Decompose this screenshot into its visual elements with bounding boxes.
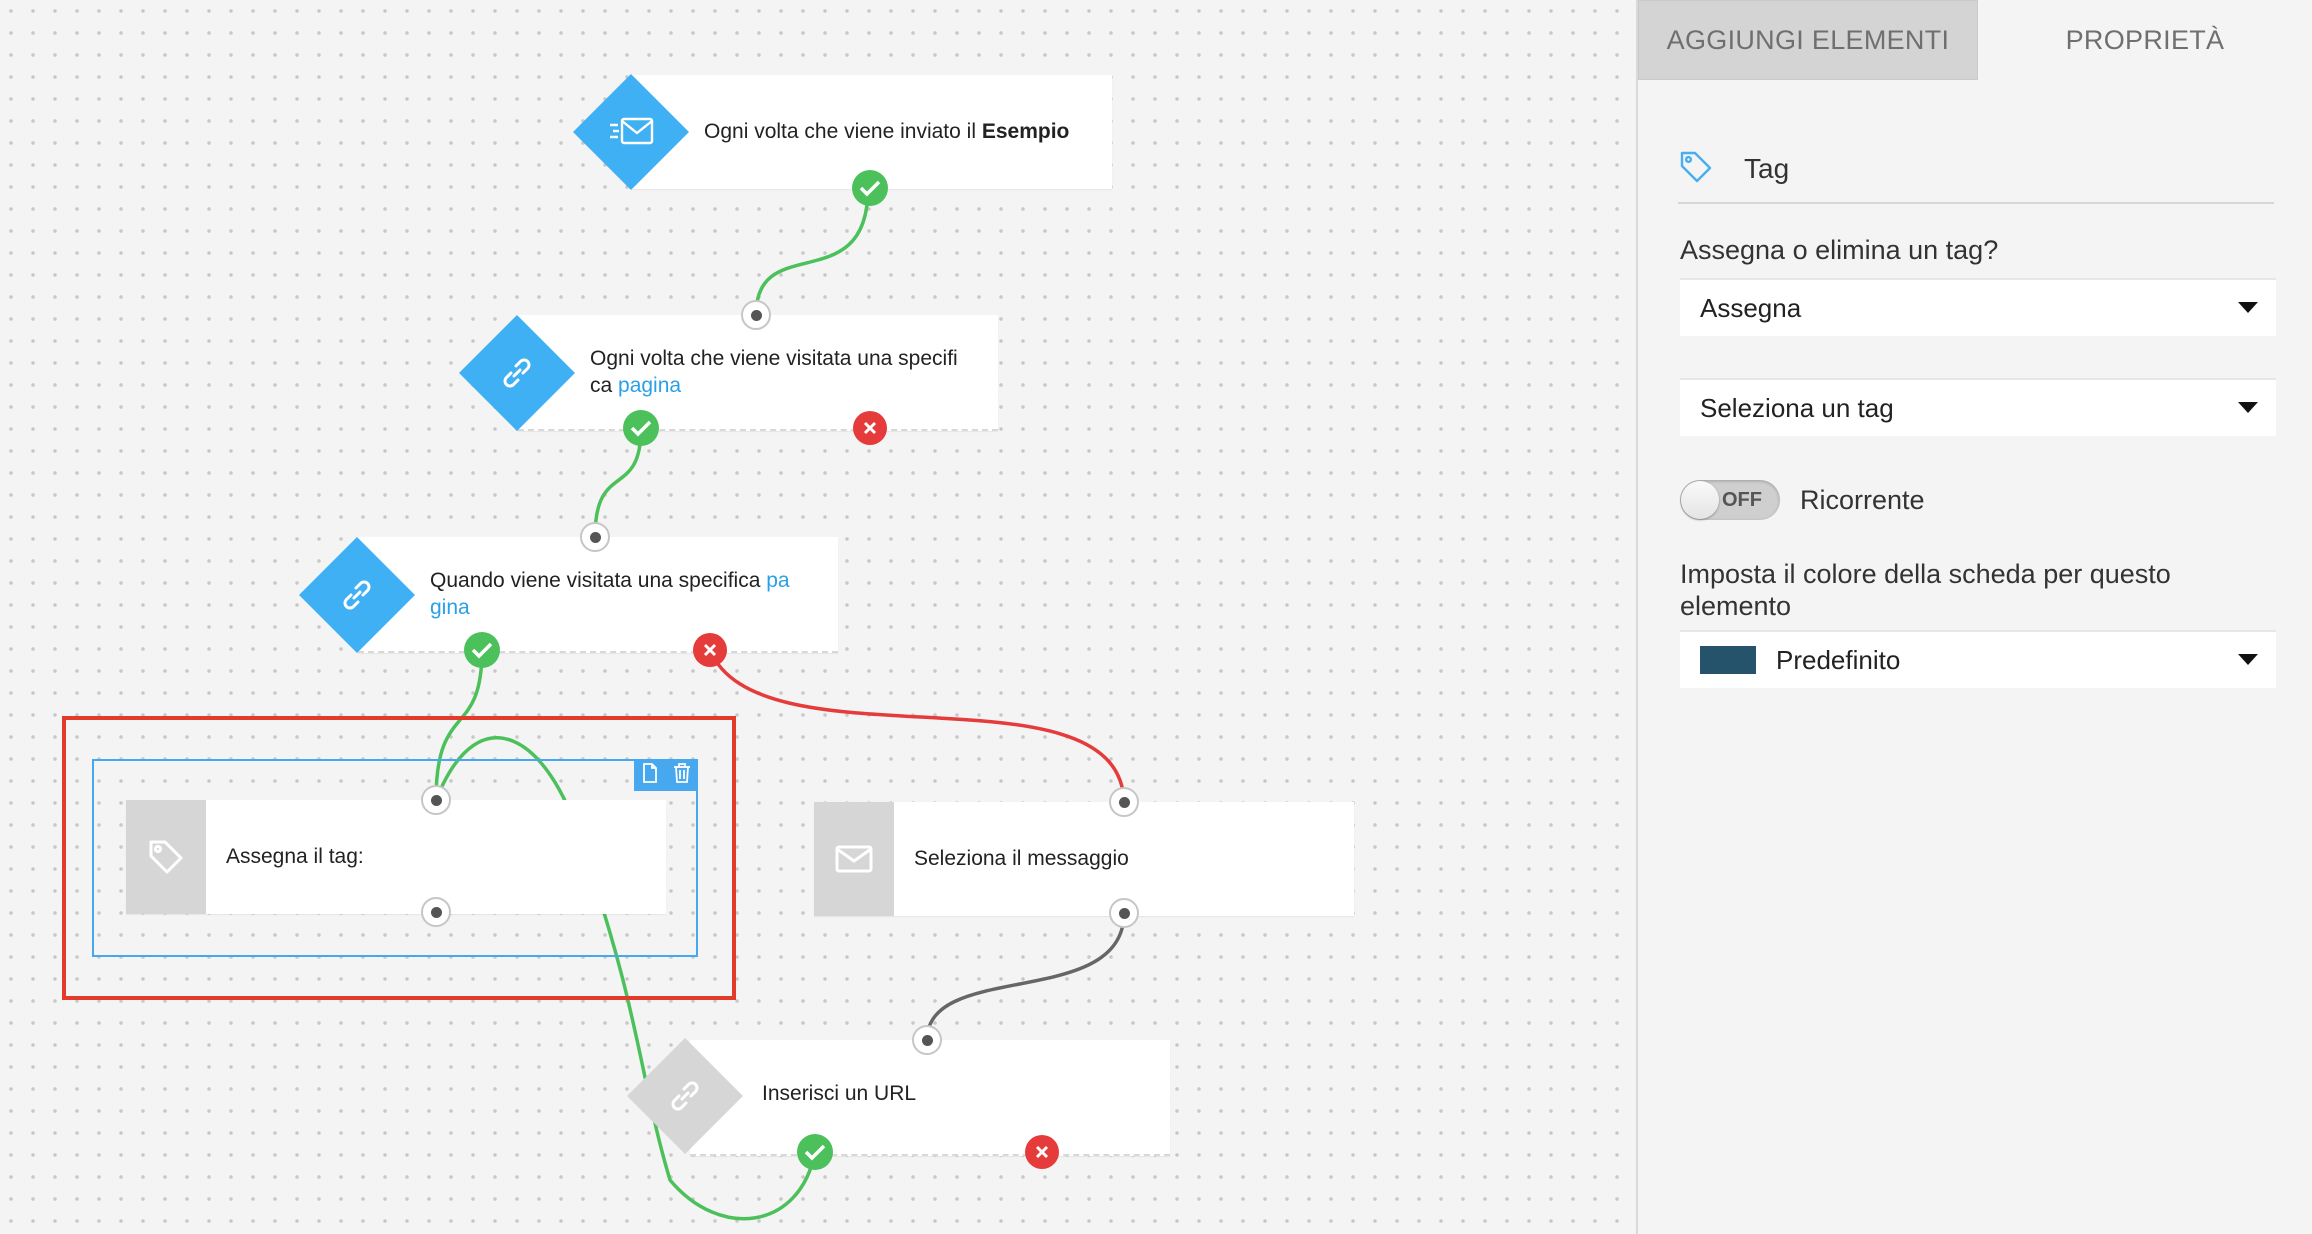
- assign-question-label: Assegna o elimina un tag?: [1680, 235, 1999, 265]
- recurring-label: Ricorrente: [1800, 485, 1925, 515]
- color-select[interactable]: Predefinito: [1680, 630, 2276, 688]
- connection-wires: [434, 187, 1126, 1221]
- wire-visit1-to-visit2: [593, 427, 643, 538]
- highlight-box: [62, 716, 736, 1000]
- trigger-email-text: Ogni volta che viene inviato il Esempio: [704, 120, 1070, 143]
- insert-url-yes-port[interactable]: [797, 1134, 833, 1170]
- workflow-canvas[interactable]: Ogni volta che viene inviato il Esempio …: [0, 0, 1636, 1234]
- wire-visit2-to-tag: [434, 649, 484, 801]
- color-swatch: [1700, 646, 1756, 674]
- page-visit-1-yes-port[interactable]: [623, 410, 659, 446]
- wire-message-to-url: [925, 912, 1126, 1041]
- properties-panel: AGGIUNGI ELEMENTI PROPRIETÀ Tag Assegna …: [1636, 0, 2312, 1234]
- tag-icon: [126, 800, 206, 914]
- assign-tag-output-port[interactable]: [421, 897, 451, 927]
- assign-tag-node[interactable]: Assegna il tag:: [126, 800, 666, 914]
- recurring-toggle[interactable]: OFF: [1680, 480, 1780, 520]
- insert-url-input-port[interactable]: [912, 1025, 942, 1055]
- tag-select[interactable]: Seleziona un tag: [1680, 378, 2276, 436]
- toggle-knob: [1681, 481, 1719, 519]
- page-visit-2-no-port[interactable]: [693, 633, 727, 667]
- tab-add-elements[interactable]: AGGIUNGI ELEMENTI: [1638, 0, 1978, 80]
- page-visit-2-link-a[interactable]: pa: [766, 569, 790, 592]
- select-message-text: Seleziona il messaggio: [914, 847, 1129, 870]
- envelope-icon: [814, 802, 894, 916]
- wire-visit2-no-to-message: [708, 649, 1126, 803]
- toggle-state-label: OFF: [1722, 489, 1762, 511]
- wire-tag-loop: [434, 736, 817, 1221]
- select-message-output-port[interactable]: [1109, 898, 1139, 928]
- copy-icon[interactable]: [642, 762, 658, 788]
- link-icon: [328, 566, 386, 624]
- page-visit-1-input-port[interactable]: [741, 300, 771, 330]
- tag-select-value: Seleziona un tag: [1700, 392, 1894, 423]
- page-visit-1-text: Ogni volta che viene visitata una specif…: [590, 347, 958, 397]
- chevron-down-icon: [2238, 402, 2258, 413]
- selected-node-frame: [92, 759, 698, 957]
- link-icon: [488, 344, 546, 402]
- insert-url-no-port[interactable]: [1025, 1135, 1059, 1169]
- wire-email-to-visit1: [754, 187, 870, 316]
- email-send-icon: [602, 103, 660, 161]
- color-select-value: Predefinito: [1776, 644, 1901, 675]
- insert-url-node[interactable]: Inserisci un URL: [690, 1040, 1170, 1156]
- panel-header: Tag: [1678, 136, 2274, 204]
- chevron-down-icon: [2238, 654, 2258, 665]
- trash-icon[interactable]: [673, 762, 691, 788]
- assign-tag-input-port[interactable]: [421, 785, 451, 815]
- page-visit-2-yes-port[interactable]: [464, 632, 500, 668]
- color-label: Imposta il colore della scheda per quest…: [1680, 559, 2171, 621]
- assign-tag-text: Assegna il tag:: [226, 845, 364, 868]
- assign-select[interactable]: Assegna: [1680, 278, 2276, 336]
- page-visit-1-no-port[interactable]: [853, 411, 887, 445]
- page-visit-2-input-port[interactable]: [580, 522, 610, 552]
- link-icon: [656, 1067, 714, 1125]
- page-visit-2-link-b[interactable]: gina: [430, 596, 470, 619]
- tab-properties[interactable]: PROPRIETÀ: [2065, 24, 2225, 55]
- select-message-input-port[interactable]: [1109, 787, 1139, 817]
- insert-url-text: Inserisci un URL: [762, 1082, 917, 1105]
- trigger-email-yes-port[interactable]: [852, 170, 888, 206]
- node-toolbar: [634, 759, 698, 791]
- panel-title: Tag: [1744, 153, 1790, 184]
- page-visit-1-link[interactable]: pagina: [618, 374, 682, 397]
- tag-icon: [1678, 149, 1714, 190]
- select-message-node[interactable]: Seleziona il messaggio: [814, 802, 1354, 916]
- chevron-down-icon: [2238, 302, 2258, 313]
- page-visit-node-1[interactable]: Ogni volta che viene visitata una specif…: [518, 315, 998, 431]
- assign-select-value: Assegna: [1700, 292, 1802, 323]
